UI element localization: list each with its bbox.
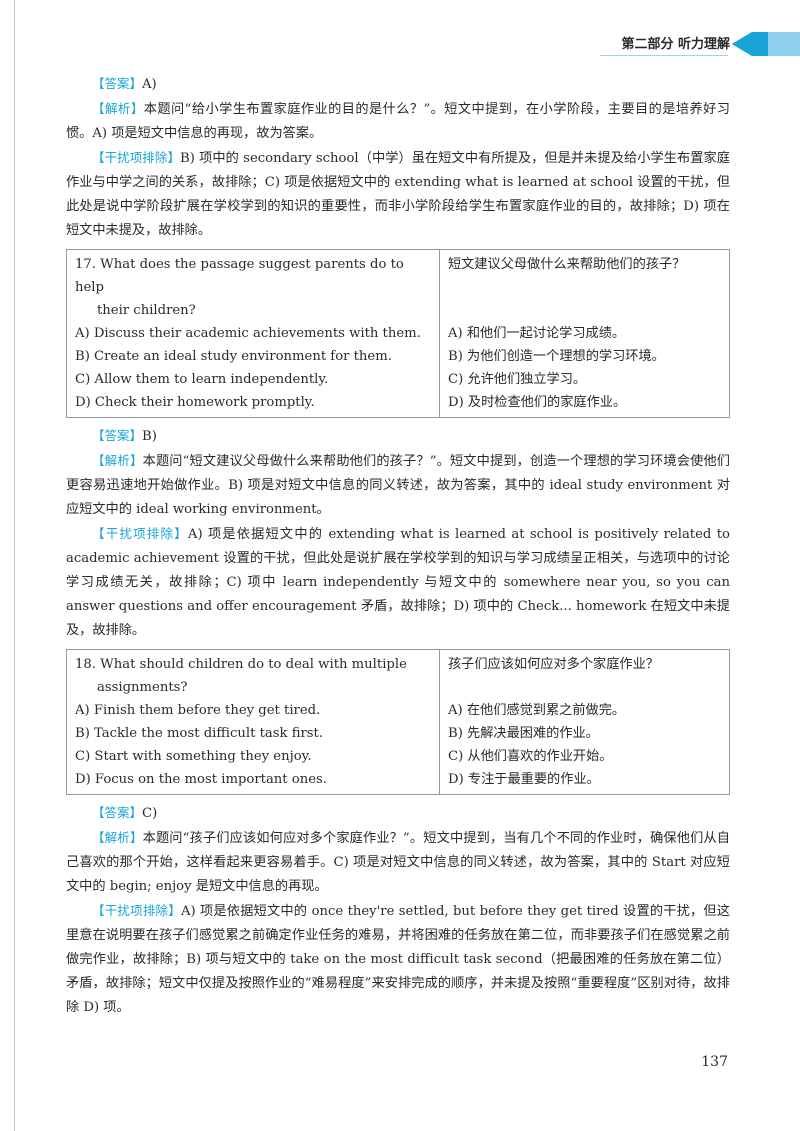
analysis-label: 【解析】 bbox=[92, 830, 143, 845]
table-row: 17. What does the passage suggest parent… bbox=[66, 249, 730, 322]
distractor-text: B) 项中的 secondary school（中学）虽在短文中有所提及，但是并… bbox=[66, 151, 730, 238]
answer-line-18: 【答案】C) bbox=[66, 801, 730, 826]
answer-label: 【答案】 bbox=[92, 805, 143, 820]
analysis-label: 【解析】 bbox=[92, 101, 144, 116]
option-en-b: B) Tackle the most difficult task first. bbox=[66, 722, 440, 745]
option-en-d: D) Check their homework promptly. bbox=[66, 391, 440, 418]
option-en-c: C) Allow them to learn independently. bbox=[66, 368, 440, 391]
question-en: 17. What does the passage suggest parent… bbox=[66, 249, 440, 322]
page-edge-line bbox=[14, 0, 15, 1131]
table-row: A) Discuss their academic achievements w… bbox=[66, 322, 730, 345]
option-zh-d: D) 专注于最重要的作业。 bbox=[448, 772, 600, 787]
analysis-16: 【解析】本题问“给小学生布置家庭作业的目的是什么？”。短文中提到，在小学阶段，主… bbox=[66, 97, 730, 146]
option-zh-b: B) 先解决最困难的作业。 bbox=[448, 726, 599, 741]
table-row: B) Create an ideal study environment for… bbox=[66, 345, 730, 368]
distractor-label: 【干扰项排除】 bbox=[92, 903, 181, 918]
analysis-text: 本题问“短文建议父母做什么来帮助他们的孩子？”。短文中提到，创造一个理想的学习环… bbox=[66, 454, 730, 517]
answer-label: 【答案】 bbox=[92, 428, 143, 443]
question-en: 18. What should children do to deal with… bbox=[66, 649, 440, 699]
header-rule bbox=[600, 55, 728, 56]
answer-value: A) bbox=[142, 77, 157, 92]
option-zh-c: C) 从他们喜欢的作业开始。 bbox=[448, 749, 613, 764]
option-en-c: C) Start with something they enjoy. bbox=[66, 745, 440, 768]
answer-line-16: 【答案】A) bbox=[66, 72, 730, 97]
page-number: 137 bbox=[701, 1054, 728, 1070]
distractor-17: 【干扰项排除】A) 项是依据短文中的 extending what is lea… bbox=[66, 522, 730, 643]
page-header: 第二部分 听力理解 bbox=[0, 32, 800, 56]
analysis-text: 本题问“孩子们应该如何应对多个家庭作业？”。短文中提到，当有几个不同的作业时，确… bbox=[66, 831, 730, 894]
option-zh-b: B) 为他们创造一个理想的学习环境。 bbox=[448, 349, 665, 364]
answer-label: 【答案】 bbox=[92, 76, 143, 91]
answer-line-17: 【答案】B) bbox=[66, 424, 730, 449]
option-en-a: A) Discuss their academic achievements w… bbox=[66, 322, 440, 345]
analysis-label: 【解析】 bbox=[92, 453, 143, 468]
distractor-16: 【干扰项排除】B) 项中的 secondary school（中学）虽在短文中有… bbox=[66, 146, 730, 243]
page-content: 【答案】A) 【解析】本题问“给小学生布置家庭作业的目的是什么？”。短文中提到，… bbox=[66, 72, 730, 1020]
table-row: B) Tackle the most difficult task first.… bbox=[66, 722, 730, 745]
table-row: D) Check their homework promptly. D) 及时检… bbox=[66, 391, 730, 418]
option-zh-a: A) 和他们一起讨论学习成绩。 bbox=[448, 326, 626, 341]
option-zh-c: C) 允许他们独立学习。 bbox=[448, 372, 587, 387]
distractor-text: A) 项是依据短文中的 extending what is learned at… bbox=[66, 527, 730, 638]
table-row: A) Finish them before they get tired. A)… bbox=[66, 699, 730, 722]
table-row: D) Focus on the most important ones. D) … bbox=[66, 768, 730, 795]
option-en-b: B) Create an ideal study environment for… bbox=[66, 345, 440, 368]
analysis-18: 【解析】本题问“孩子们应该如何应对多个家庭作业？”。短文中提到，当有几个不同的作… bbox=[66, 826, 730, 899]
distractor-18: 【干扰项排除】A) 项是依据短文中的 once they're settled,… bbox=[66, 899, 730, 1020]
distractor-label: 【干扰项排除】 bbox=[92, 150, 181, 165]
option-en-d: D) Focus on the most important ones. bbox=[66, 768, 440, 795]
distractor-text: A) 项是依据短文中的 once they're settled, but be… bbox=[66, 904, 730, 1015]
analysis-text: 本题问“给小学生布置家庭作业的目的是什么？”。短文中提到，在小学阶段，主要目的是… bbox=[66, 102, 730, 141]
answer-value: C) bbox=[142, 806, 158, 821]
question-table-18: 18. What should children do to deal with… bbox=[66, 649, 730, 795]
analysis-17: 【解析】本题问“短文建议父母做什么来帮助他们的孩子？”。短文中提到，创造一个理想… bbox=[66, 449, 730, 522]
section-tab-arrow-icon bbox=[732, 32, 800, 56]
table-row: C) Allow them to learn independently. C)… bbox=[66, 368, 730, 391]
question-zh: 短文建议父母做什么来帮助他们的孩子？ bbox=[448, 257, 686, 272]
question-table-17: 17. What does the passage suggest parent… bbox=[66, 249, 730, 418]
option-zh-a: A) 在他们感觉到累之前做完。 bbox=[448, 703, 626, 718]
option-en-a: A) Finish them before they get tired. bbox=[66, 699, 440, 722]
section-title: 第二部分 听力理解 bbox=[621, 37, 730, 52]
distractor-label: 【干扰项排除】 bbox=[92, 526, 188, 541]
question-zh: 孩子们应该如何应对多个家庭作业？ bbox=[448, 657, 659, 672]
table-row: 18. What should children do to deal with… bbox=[66, 649, 730, 699]
answer-value: B) bbox=[142, 429, 157, 444]
table-row: C) Start with something they enjoy. C) 从… bbox=[66, 745, 730, 768]
option-zh-d: D) 及时检查他们的家庭作业。 bbox=[448, 395, 627, 410]
